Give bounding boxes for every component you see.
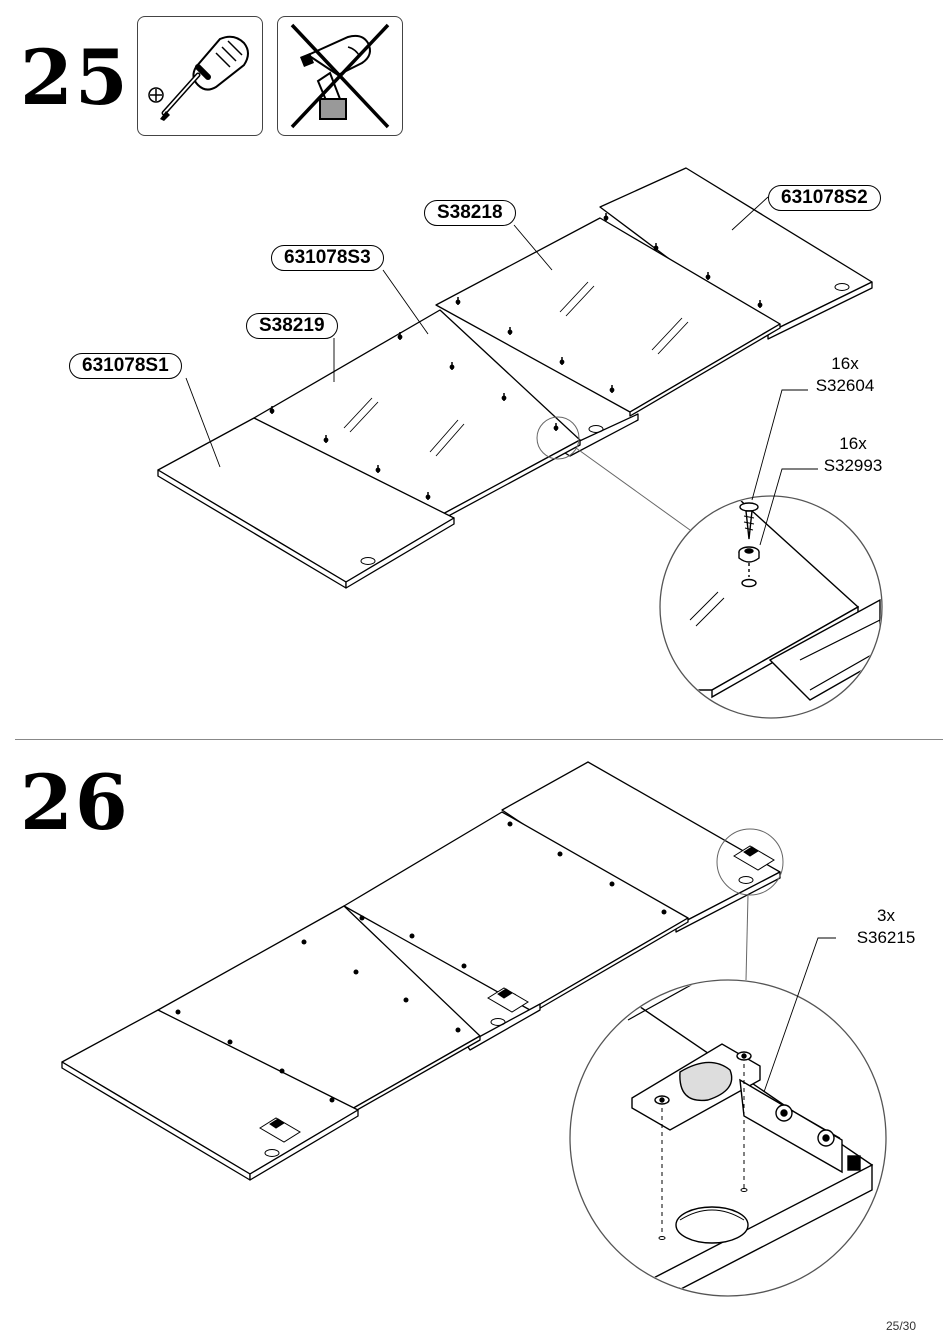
power-drill-icon xyxy=(300,34,371,120)
callout-screw-s32604: 16x S32604 xyxy=(800,353,890,397)
detail-magnifier-25 xyxy=(659,495,883,719)
part-label-s38219: S38219 xyxy=(246,313,338,339)
callout-quantity: 16x xyxy=(839,434,867,453)
callout-quantity: 3x xyxy=(877,906,895,925)
part-label-631078s1: 631078S1 xyxy=(69,353,182,379)
detail-magnifier-26 xyxy=(569,979,887,1297)
step-number-26: 26 xyxy=(20,758,130,847)
part-label-s38218: S38218 xyxy=(424,200,516,226)
callout-part-code: S36215 xyxy=(856,928,916,947)
part-label-631078s3: 631078S3 xyxy=(271,245,384,271)
step-number-25: 25 xyxy=(20,33,130,122)
callout-part-code: S32604 xyxy=(815,376,875,395)
callout-quantity: 16x xyxy=(831,354,859,373)
section-divider xyxy=(15,739,943,740)
callout-part-code: S32993 xyxy=(823,456,883,475)
page-number: 25/30 xyxy=(885,1319,916,1333)
callout-hinge-s36215: 3x S36215 xyxy=(838,905,934,949)
tool-drill-forbidden-box xyxy=(277,16,403,136)
callout-washer-s32993: 16x S32993 xyxy=(808,433,898,477)
step-25-drawing xyxy=(157,167,883,719)
part-label-631078s2: 631078S2 xyxy=(768,185,881,211)
tool-screwdriver-box xyxy=(137,16,263,136)
forbidden-cross-icon xyxy=(290,23,390,129)
phillips-screwdriver-icon xyxy=(148,35,249,121)
